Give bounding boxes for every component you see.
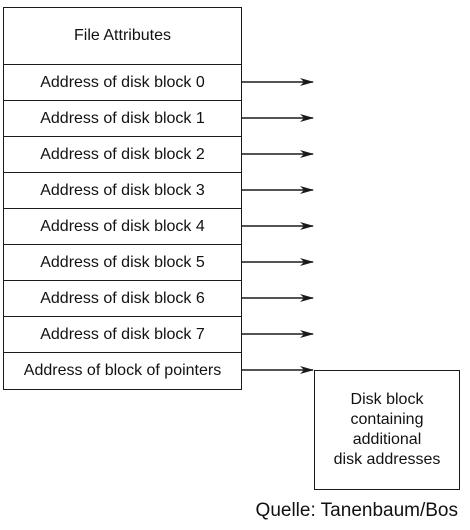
disk-block-5-address: Address of disk block 5 [4,245,241,281]
file-attributes-cell: File Attributes [4,8,241,65]
disk-block-1-address: Address of disk block 1 [4,101,241,137]
pointer-block-address: Address of block of pointers [23,362,222,379]
disk-block-7-address: Address of disk block 7 [4,317,241,353]
indirect-disk-block: Disk block containing additional disk ad… [314,370,460,490]
disk-block-2-address: Address of disk block 2 [4,137,241,173]
source-credit: Quelle: Tanenbaum/Bos [255,500,458,521]
disk-block-6-address: Address of disk block 6 [4,281,241,317]
disk-block-3-address: Address of disk block 3 [4,173,241,209]
disk-block-0-address: Address of disk block 0 [4,65,241,101]
i-node-table: File Attributes Address of disk block 0 … [3,7,242,390]
disk-block-4-address: Address of disk block 4 [4,209,241,245]
disk-block-label: Disk block containing additional disk ad… [333,391,441,468]
